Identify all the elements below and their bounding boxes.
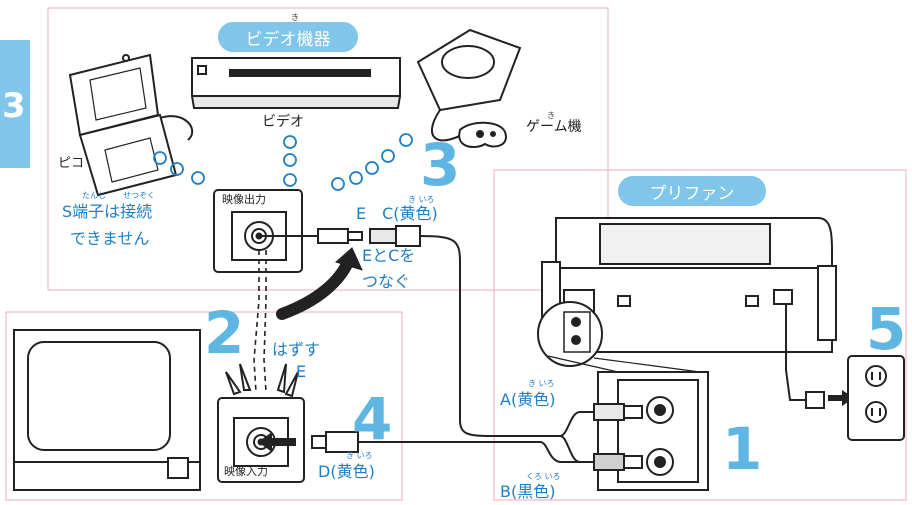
step-2: 2 bbox=[204, 299, 245, 367]
step-3: 3 bbox=[420, 131, 461, 199]
wall-outlet bbox=[847, 355, 905, 441]
removed-cable-dashed bbox=[253, 250, 260, 393]
pico-device bbox=[68, 53, 194, 197]
ruby-kuroiro: くろ いろ bbox=[526, 472, 561, 481]
panel-printfan bbox=[493, 169, 907, 501]
ruby-setsuzoku: せつぞく bbox=[123, 191, 155, 200]
step-5: 5 bbox=[866, 295, 907, 363]
ruby-kiiro-c: き いろ bbox=[408, 195, 435, 204]
s-terminal-note-2: できません bbox=[70, 229, 150, 248]
tv-device bbox=[13, 329, 201, 491]
printfan-device bbox=[541, 217, 837, 353]
remove-label-e: E bbox=[296, 362, 307, 381]
wireless-dots bbox=[153, 133, 413, 191]
step-4: 4 bbox=[352, 385, 393, 453]
connect-label-1: EとCを bbox=[362, 246, 416, 265]
panel-tv bbox=[5, 311, 403, 501]
video-devices-title: ビデオ機器 bbox=[218, 22, 358, 52]
e-c-label: E C(黄色) bbox=[356, 204, 438, 223]
ruby-ki-game: き bbox=[547, 111, 555, 120]
connect-arrow bbox=[276, 256, 354, 320]
game-console-device bbox=[416, 28, 522, 148]
video-out-label: 映像出力 bbox=[222, 193, 266, 206]
game-label: ゲーム機 bbox=[526, 119, 582, 135]
ruby-ki-1: き bbox=[291, 13, 299, 22]
power-cable bbox=[785, 304, 806, 401]
d-yellow-label: D(黄色) bbox=[318, 462, 375, 481]
remove-label: はずす bbox=[272, 340, 321, 359]
ruby-kiiro-a: き いろ bbox=[528, 379, 555, 388]
ruby-tanshi: たんし bbox=[82, 191, 106, 200]
video-label: ビデオ bbox=[262, 114, 304, 130]
cable-a-b bbox=[559, 403, 643, 471]
pico-label: ピコ bbox=[58, 156, 85, 171]
printfan-title: プリファン bbox=[618, 176, 766, 206]
cable-e-c bbox=[262, 225, 560, 437]
zoom-circle bbox=[537, 301, 603, 367]
s-terminal-note: S端子は接続 bbox=[62, 202, 153, 221]
step-1: 1 bbox=[722, 415, 763, 483]
ruby-kiiro-d: き いろ bbox=[346, 451, 373, 460]
video-in-label: 映像入力 bbox=[224, 465, 268, 478]
b-black-label: B(黒色) bbox=[500, 482, 556, 501]
spark-lines bbox=[225, 363, 299, 398]
section-marker: 3 bbox=[0, 40, 30, 168]
a-yellow-label: A(黄色) bbox=[500, 390, 556, 409]
vcr-device bbox=[190, 57, 402, 109]
connect-label-2: つなぐ bbox=[362, 272, 411, 291]
cable-d bbox=[311, 431, 598, 463]
printer-jack-panel bbox=[597, 371, 709, 491]
